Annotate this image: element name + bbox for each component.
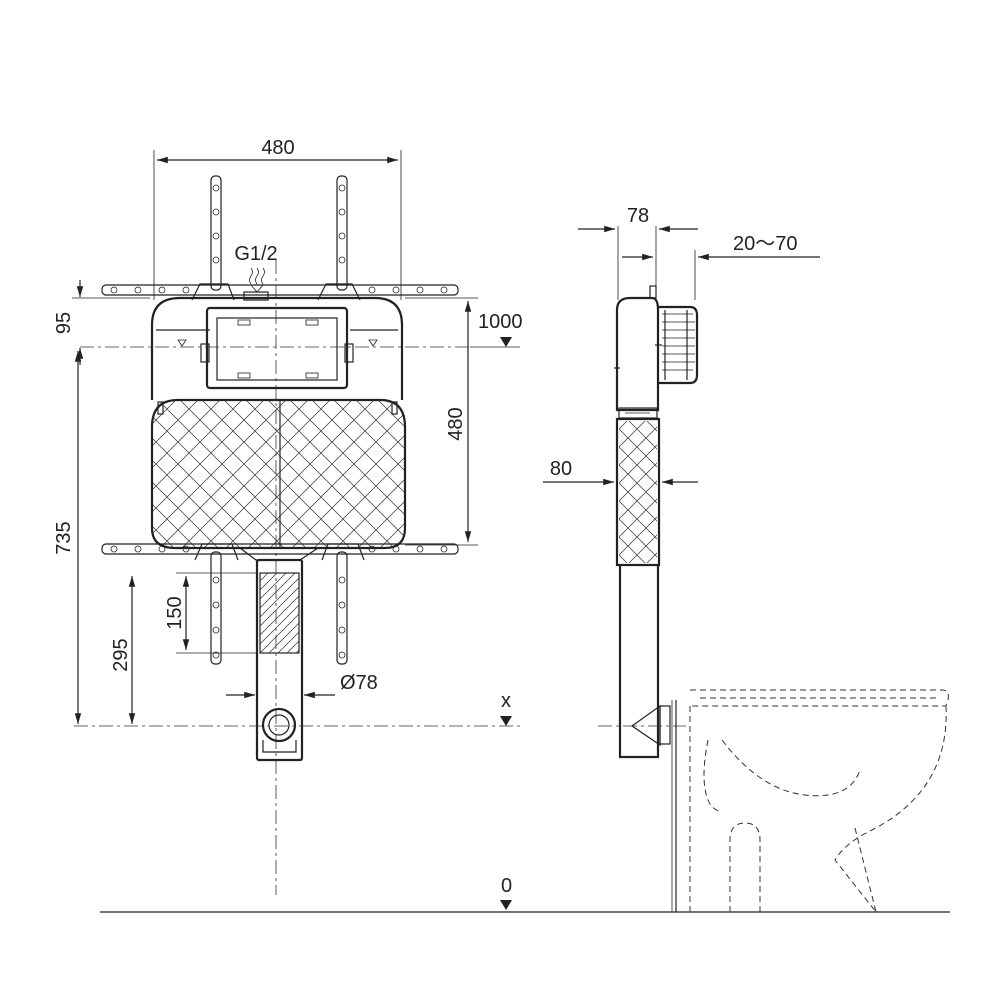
service-opening xyxy=(177,306,378,390)
dimension-95-label: 95 xyxy=(53,312,75,334)
dimension-735: 735 xyxy=(53,351,82,724)
level-marker-1000 xyxy=(500,337,512,347)
tank-height-label: 480 xyxy=(445,407,467,440)
toilet-bowl xyxy=(689,689,949,913)
dimension-295: 295 xyxy=(110,576,136,724)
dimension-80-label: 80 xyxy=(550,458,572,480)
dimension-80: 80 xyxy=(543,458,698,486)
actuator-ring xyxy=(658,305,699,385)
dimension-tank-height: 480 xyxy=(405,297,478,546)
dimension-150-label: 150 xyxy=(164,596,186,629)
flow-icon xyxy=(249,267,265,285)
side-view: 78 20～70 xyxy=(543,205,949,913)
dimension-20-70-label: 20～70 xyxy=(733,233,798,255)
width-dimension: 480 xyxy=(153,137,402,300)
frame-top xyxy=(150,296,404,400)
inlet-valve xyxy=(243,291,269,301)
floor-level-label: 0 xyxy=(501,875,512,897)
axis-x-label: x xyxy=(501,690,511,712)
cistern-tank xyxy=(150,398,407,550)
front-view: 480 xyxy=(53,137,950,913)
dimension-735-label: 735 xyxy=(53,521,75,554)
width-label: 480 xyxy=(261,137,294,159)
flush-pipe xyxy=(255,558,304,762)
outlet-ring-outer xyxy=(261,707,297,743)
dimension-295-label: 295 xyxy=(110,638,132,671)
bottom-bracket xyxy=(101,543,459,561)
dimension-diameter: Ø78 xyxy=(226,672,378,699)
level-marker-x xyxy=(500,716,512,726)
dimension-95: 95 xyxy=(53,280,150,365)
level-1000-label: 1000 xyxy=(478,311,523,333)
dimension-150: 150 xyxy=(164,572,257,654)
outlet-ring-inner xyxy=(268,714,290,736)
dimension-78-label: 78 xyxy=(627,205,649,227)
mounting-rod-left xyxy=(210,175,222,665)
side-tank xyxy=(615,417,661,567)
thread-label: G1/2 xyxy=(234,243,277,265)
dimension-20-70: 20～70 xyxy=(622,233,820,300)
top-bracket xyxy=(101,283,459,301)
mounting-rod-right xyxy=(336,175,348,665)
diameter-label: Ø78 xyxy=(340,672,378,694)
level-marker-0 xyxy=(500,900,512,910)
dimension-78: 78 xyxy=(578,205,698,300)
